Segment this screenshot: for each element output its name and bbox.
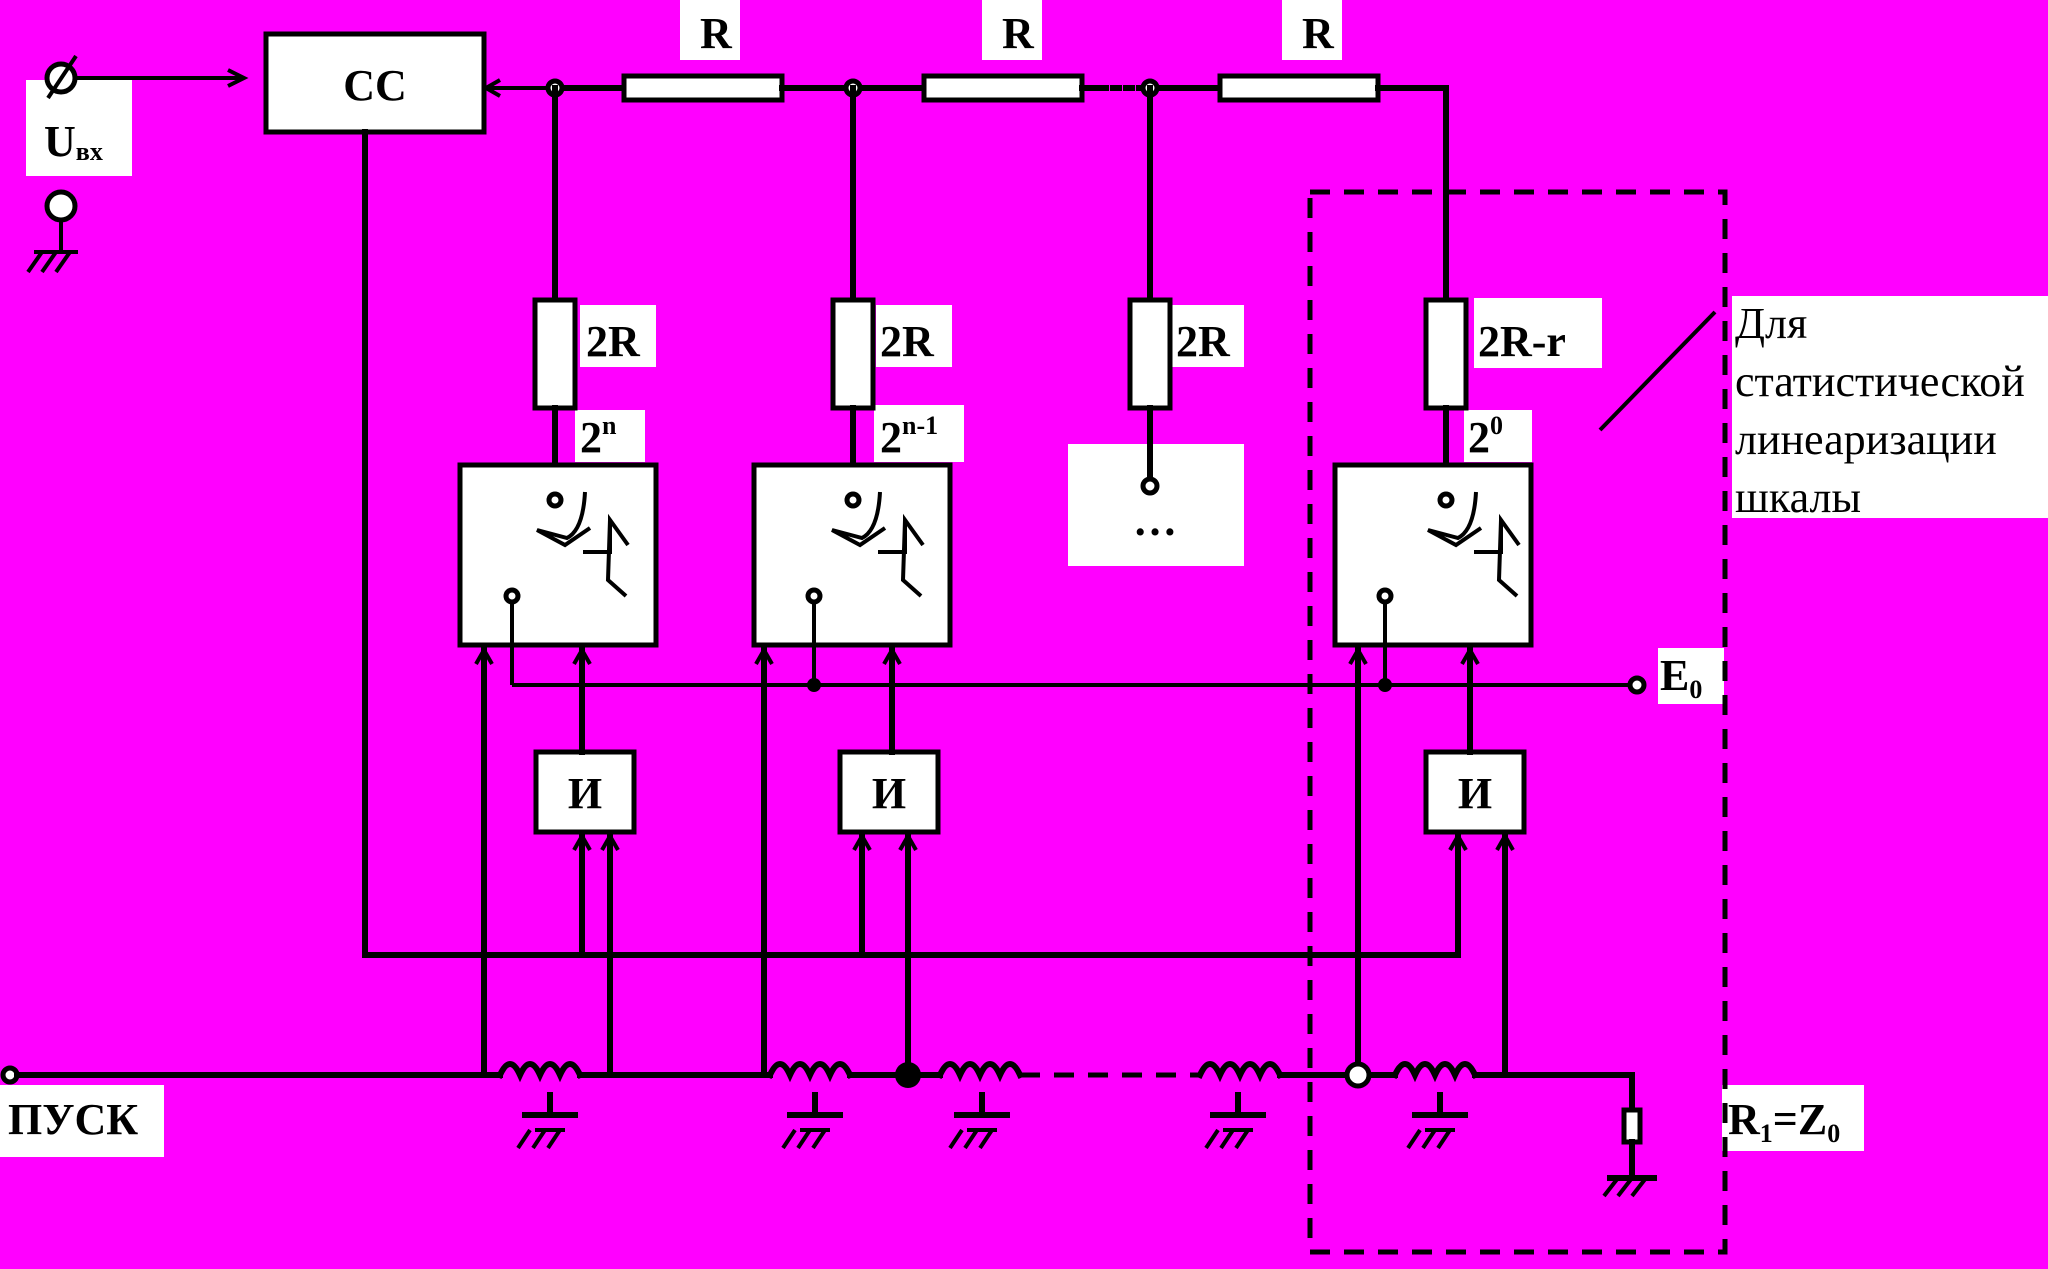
and-gate-1: И: [533, 749, 637, 835]
termination-resistor-icon: [1621, 1107, 1643, 1145]
svg-text:И: И: [872, 769, 906, 818]
r2-label-1: 2R: [586, 317, 641, 366]
resistor-icon: [621, 73, 785, 103]
switch-icon: [831, 491, 887, 548]
e0-label: E0: [1660, 651, 1702, 704]
svg-text:И: И: [1458, 769, 1492, 818]
r-label-2: R: [1002, 9, 1035, 58]
resistor-icon: [921, 73, 1085, 103]
weight-label-n: 2n: [580, 411, 617, 462]
r-label-3: R: [1302, 9, 1335, 58]
r1-z0-label: R1=Z0: [1728, 1095, 1840, 1148]
resistor-icon: [1127, 297, 1173, 411]
switch-block-1: [457, 462, 659, 648]
resistor-icon: [532, 297, 578, 411]
pusk-label: ПУСК: [8, 1095, 138, 1144]
weight-label-0: 20: [1468, 411, 1503, 462]
inductor-icon: [766, 1061, 854, 1150]
input-terminal-icon: [44, 54, 78, 100]
comparator-label: СС: [343, 61, 407, 110]
resistor-icon: [1423, 297, 1469, 411]
inductor-icon: [496, 1061, 584, 1150]
resistor-icon: [830, 297, 876, 411]
ellipsis-label: …: [1133, 496, 1177, 545]
ground-icon: [1602, 1175, 1657, 1198]
linearization-region: [1307, 189, 1728, 1255]
weight-label-n1: 2n-1: [880, 411, 938, 462]
r2-last-label: 2R-r: [1478, 317, 1566, 366]
comparator-box: [263, 31, 487, 135]
and-gate-3: И: [1423, 749, 1527, 835]
r2-label-3: 2R: [1176, 317, 1231, 366]
note-line-2: статистической: [1735, 357, 2025, 406]
inductor-icon: [936, 1061, 1024, 1150]
switch-icon: [536, 491, 592, 548]
svg-text:И: И: [568, 769, 602, 818]
switch-block-3: [1332, 462, 1534, 648]
ground-terminal-icon: [26, 189, 78, 274]
and-gate-2: И: [837, 749, 941, 835]
switch-block-2: [751, 462, 953, 648]
switch-icon: [1427, 491, 1483, 548]
r-label-1: R: [700, 9, 733, 58]
u-input-label: Uвх: [44, 117, 103, 166]
note-line-3: линеаризации: [1735, 415, 1997, 464]
r2-label-2: 2R: [880, 317, 935, 366]
inductor-icon: [1196, 1061, 1284, 1150]
inductor-icon: [1391, 1061, 1479, 1150]
note-line-1: Для: [1735, 299, 1807, 348]
resistor-icon: [1217, 73, 1381, 103]
note-line-4: шкалы: [1735, 473, 1861, 522]
